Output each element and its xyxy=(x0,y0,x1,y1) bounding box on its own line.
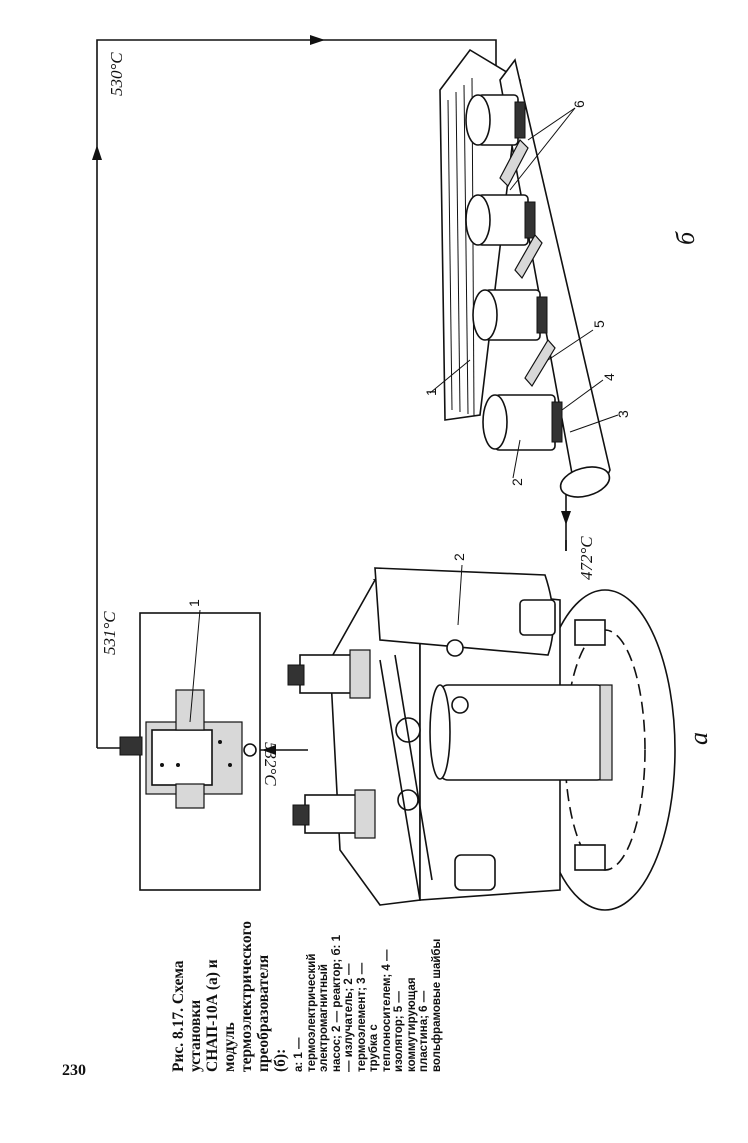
callout-b-3: 3 xyxy=(615,410,631,418)
drive-motor-top xyxy=(287,649,371,699)
flow-arrow-right xyxy=(310,35,325,45)
caption-legend: а: 1 — термоэлектрический электромагнитн… xyxy=(293,935,443,1072)
temp-530: 530°C xyxy=(107,52,126,96)
coolant-loop xyxy=(92,35,571,755)
callout-b-4: 4 xyxy=(601,373,617,381)
flow-arrow-left xyxy=(262,745,276,755)
thermoelement-3 xyxy=(472,289,548,341)
reactor-assembly: 2 а xyxy=(287,553,713,911)
figure-caption: Рис. 8.17. Схема установки СНАП-10А (а) … xyxy=(170,921,443,1072)
drive-motor-bottom xyxy=(292,789,376,839)
caption-title: Рис. 8.17. Схема установки СНАП-10А (а) … xyxy=(170,920,289,1072)
panel-a-label: а xyxy=(684,732,713,745)
callout-b-6: 6 xyxy=(571,100,587,108)
callout-a-1: 1 xyxy=(186,599,202,607)
thermoelement-2 xyxy=(465,194,536,246)
callout-b-5: 5 xyxy=(591,320,607,328)
temp-472: 472°C xyxy=(577,536,596,580)
thermoelement-1 xyxy=(465,94,526,146)
callout-a-2: 2 xyxy=(451,553,467,561)
flow-arrow-down xyxy=(561,511,571,525)
temp-532: 532°C xyxy=(261,742,280,786)
pump-assembly: 1 xyxy=(119,599,261,891)
thermoelement-4 xyxy=(482,394,563,451)
callout-b-1: 1 xyxy=(423,388,439,396)
panel-b-label: б xyxy=(671,231,700,245)
temp-531: 531°C xyxy=(100,611,119,655)
page-number: 230 xyxy=(62,1062,86,1079)
flow-arrow-up xyxy=(92,145,102,160)
converter-module: 1 2 3 4 5 6 б xyxy=(423,48,700,498)
callout-b-2: 2 xyxy=(509,478,525,486)
